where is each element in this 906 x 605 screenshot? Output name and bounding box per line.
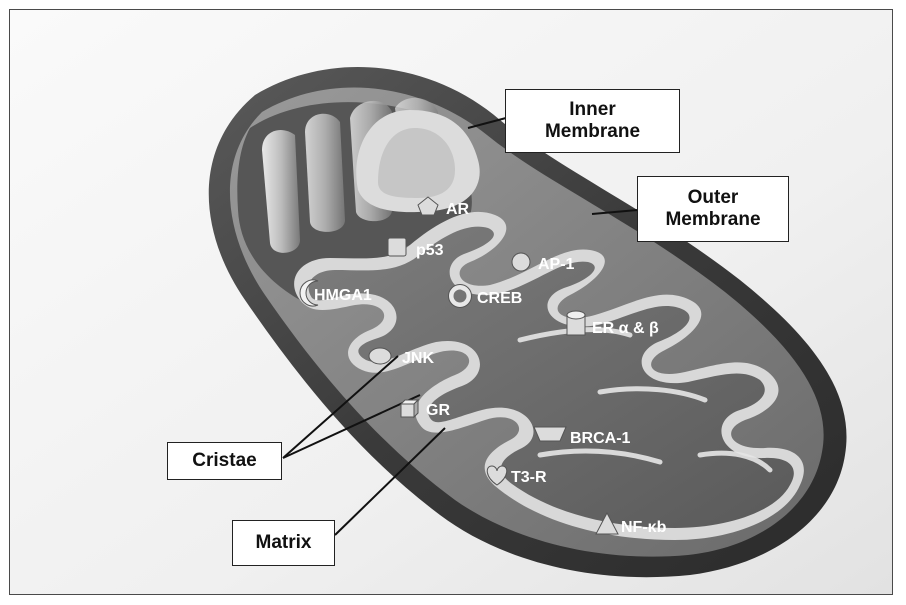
outer-membrane-callout: Outer Membrane xyxy=(637,176,789,242)
receptor-label: BRCA-1 xyxy=(570,430,631,447)
receptor-marker: JNK xyxy=(369,348,434,367)
receptor-label: CREB xyxy=(477,290,522,307)
inner-membrane-callout-line1: Inner xyxy=(545,99,640,121)
receptor-marker: AP-1 xyxy=(512,253,575,273)
receptor-marker: p53 xyxy=(388,238,444,259)
cristae-callout: Cristae xyxy=(167,442,282,480)
cristae-callout-text: Cristae xyxy=(192,450,256,472)
outer-membrane-callout-line1: Outer xyxy=(665,187,760,209)
inner-membrane-callout: Inner Membrane xyxy=(505,89,680,153)
square-icon xyxy=(388,238,406,256)
cylinder-icon xyxy=(567,311,585,335)
receptor-label: GR xyxy=(426,402,450,419)
receptor-marker: T3-R xyxy=(487,466,547,486)
receptor-label: T3-R xyxy=(511,469,547,486)
trapezoid-icon xyxy=(534,427,566,441)
receptor-label: JNK xyxy=(402,350,434,367)
outer-membrane-callout-line2: Membrane xyxy=(665,209,760,231)
oval-icon xyxy=(369,348,391,364)
receptor-marker: GR xyxy=(401,400,450,419)
receptor-label: AR xyxy=(446,201,470,218)
receptor-label: HMGA1 xyxy=(314,287,372,304)
cube-icon xyxy=(401,400,418,417)
receptor-label: NF-κb xyxy=(621,519,667,536)
matrix-callout: Matrix xyxy=(232,520,335,566)
receptor-label: ER α & β xyxy=(592,320,659,337)
matrix-callout-text: Matrix xyxy=(256,532,312,554)
receptor-label: p53 xyxy=(416,242,444,259)
circle-icon xyxy=(512,253,530,271)
receptor-label: AP-1 xyxy=(538,256,575,273)
inner-membrane-callout-line2: Membrane xyxy=(545,121,640,143)
